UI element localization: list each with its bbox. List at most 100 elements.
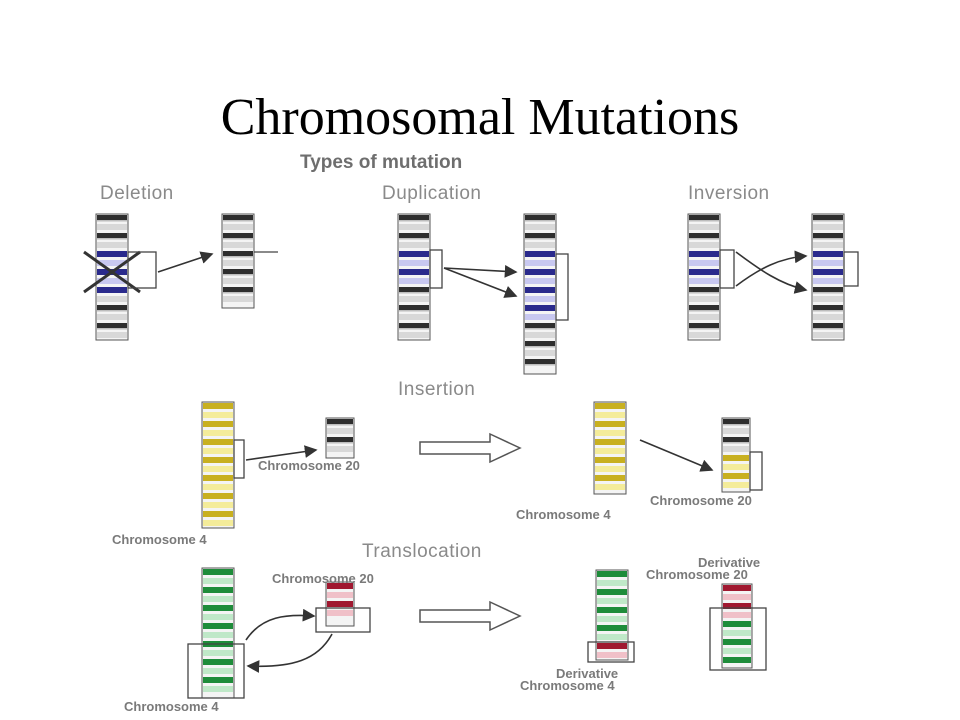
- translocation-derivative-4-band: [597, 634, 627, 640]
- inversion-original-chromosome-band: [689, 260, 719, 266]
- insertion-chromosome-4-result-band: [595, 421, 625, 427]
- translocation-chromosome-4-source-band: [203, 686, 233, 692]
- deletion-result-chromosome: [221, 213, 255, 309]
- translocation-derivative-4-band: [597, 643, 627, 649]
- translocation-chromosome-4-source: [201, 567, 235, 699]
- inversion-original-chromosome-band: [689, 332, 719, 338]
- deletion-original-chromosome-band: [97, 314, 127, 320]
- translocation-derivative-4-band: [597, 625, 627, 631]
- duplication-result-chromosome-band-gap: [525, 346, 555, 348]
- duplication-result-chromosome-band-gap: [525, 238, 555, 240]
- insertion-chromosome-20-result-band: [723, 446, 749, 452]
- translocation-derivative-4-bracket: [587, 641, 635, 663]
- translocation-chromosome-20-source: [325, 581, 355, 627]
- translocation-derivative-20-band: [723, 630, 751, 636]
- label-ins-chromosome-20-source: Chromosome 20: [258, 458, 360, 473]
- translocation-derivative-4-band: [597, 571, 627, 577]
- deletion-result-chromosome-band: [223, 269, 253, 275]
- duplication-result-chromosome-band: [525, 278, 555, 284]
- deletion-cross-mark: [83, 250, 141, 294]
- insertion-chromosome-4-source-band: [203, 520, 233, 526]
- duplication-result-chromosome-band: [525, 314, 555, 320]
- translocation-derivative-4-band: [597, 652, 627, 658]
- label-insertion: Insertion: [398, 379, 476, 400]
- insertion-chromosome-4-source-body: [201, 401, 235, 529]
- insertion-chromosome-20-result-band: [723, 464, 749, 470]
- inversion-original-chromosome-band-gap: [689, 310, 719, 312]
- insertion-source-bracket: [233, 439, 245, 479]
- label-tr-chromosome-20-source: Chromosome 20: [272, 571, 374, 586]
- deletion-result-chromosome-band: [223, 296, 253, 302]
- chromosomes-group: [95, 213, 845, 699]
- duplication-result-chromosome-band: [525, 215, 555, 221]
- deletion-bracket: [127, 251, 157, 289]
- deletion-original-chromosome-band: [97, 233, 127, 239]
- deletion-original-chromosome-band-gap: [97, 220, 127, 222]
- insertion-chromosome-4-result-band: [595, 484, 625, 490]
- duplication-result-chromosome-band: [525, 296, 555, 302]
- inversion-result-chromosome-band: [813, 260, 843, 266]
- translocation-chromosome-4-source-band: [203, 569, 233, 575]
- inversion-result-chromosome-band-gap: [813, 238, 843, 240]
- inversion-arrow-lower: [735, 251, 808, 294]
- inversion-result-chromosome-band-gap: [813, 310, 843, 312]
- deletion-result-chromosome-band-gap: [223, 292, 253, 294]
- deletion-result-chromosome-band: [223, 278, 253, 284]
- deletion-original-chromosome-band: [97, 260, 127, 266]
- inversion-original-chromosome-body: [687, 213, 721, 341]
- label-ins-chromosome-4-result: Chromosome 4: [516, 507, 611, 522]
- insertion-chromosome-4-source-band: [203, 448, 233, 454]
- insertion-chromosome-4-result-band: [595, 448, 625, 454]
- translocation-chromosome-4-source-band: [203, 650, 233, 656]
- insertion-arrow-small: [245, 445, 318, 461]
- duplication-result-chromosome-band-gap: [525, 328, 555, 330]
- label-ins-chromosome-4-source: Chromosome 4: [112, 532, 207, 547]
- label-tr-derivative-4-line2: Chromosome 4: [520, 678, 615, 693]
- insertion-chromosome-4-result: [593, 401, 627, 495]
- insertion-chromosome-20-result: [721, 417, 751, 493]
- duplication-result-chromosome-band: [525, 260, 555, 266]
- duplication-source-bracket: [429, 249, 443, 289]
- inversion-result-chromosome-band: [813, 251, 843, 257]
- label-tr-derivative-20-line1: Derivative: [698, 555, 761, 570]
- inversion-original-chromosome-band: [689, 233, 719, 239]
- overlays-group: [83, 249, 859, 699]
- inversion-result-chromosome-band: [813, 242, 843, 248]
- insertion-chromosome-4-source-band: [203, 493, 233, 499]
- deletion-original-chromosome-body: [95, 213, 129, 341]
- insertion-chromosome-4-source-band: [203, 484, 233, 490]
- deletion-original-chromosome-band: [97, 215, 127, 221]
- inversion-result-chromosome-band: [813, 224, 843, 230]
- translocation-derivative-20-band: [723, 657, 751, 663]
- translocation-derivative-20-band: [723, 612, 751, 618]
- insertion-chromosome-20-result-band: [723, 428, 749, 434]
- insertion-chromosome-20-result-band: [723, 419, 749, 425]
- inversion-original-chromosome-band: [689, 278, 719, 284]
- translocation-chromosome-4-source-band: [203, 614, 233, 620]
- inversion-result-chromosome-band: [813, 269, 843, 275]
- inversion-result-chromosome-band-gap: [813, 328, 843, 330]
- translocation-chr20-bracket: [315, 607, 371, 633]
- duplication-original-chromosome-band: [399, 287, 429, 293]
- insertion-hollow-arrow: [419, 432, 522, 464]
- duplication-original-chromosome-band-gap: [399, 238, 429, 240]
- deletion-original-chromosome-band-gap: [97, 238, 127, 240]
- translocation-chromosome-20-source-band: [327, 583, 353, 589]
- label-tr-derivative-4-line1: Derivative: [556, 666, 619, 681]
- duplication-result-chromosome-band: [525, 323, 555, 329]
- translocation-derivative-20-band: [723, 594, 751, 600]
- deletion-result-chromosome-band: [223, 215, 253, 221]
- translocation-chromosome-20-source-band: [327, 610, 353, 616]
- insertion-chromosome-4-result-band: [595, 475, 625, 481]
- inversion-result-bracket: [843, 251, 859, 287]
- deletion-result-chromosome-band: [223, 251, 253, 257]
- insertion-chromosome-4-source-band: [203, 475, 233, 481]
- inversion-result-chromosome-band-gap: [813, 292, 843, 294]
- duplication-result-chromosome: [523, 213, 557, 375]
- deletion-original-chromosome-band: [97, 332, 127, 338]
- translocation-derivative-20-bracket: [709, 607, 767, 671]
- insertion-chromosome-20-result-band-gap: [723, 442, 749, 444]
- translocation-chromosome-4-source-band: [203, 632, 233, 638]
- translocation-chromosome-4-source-band: [203, 623, 233, 629]
